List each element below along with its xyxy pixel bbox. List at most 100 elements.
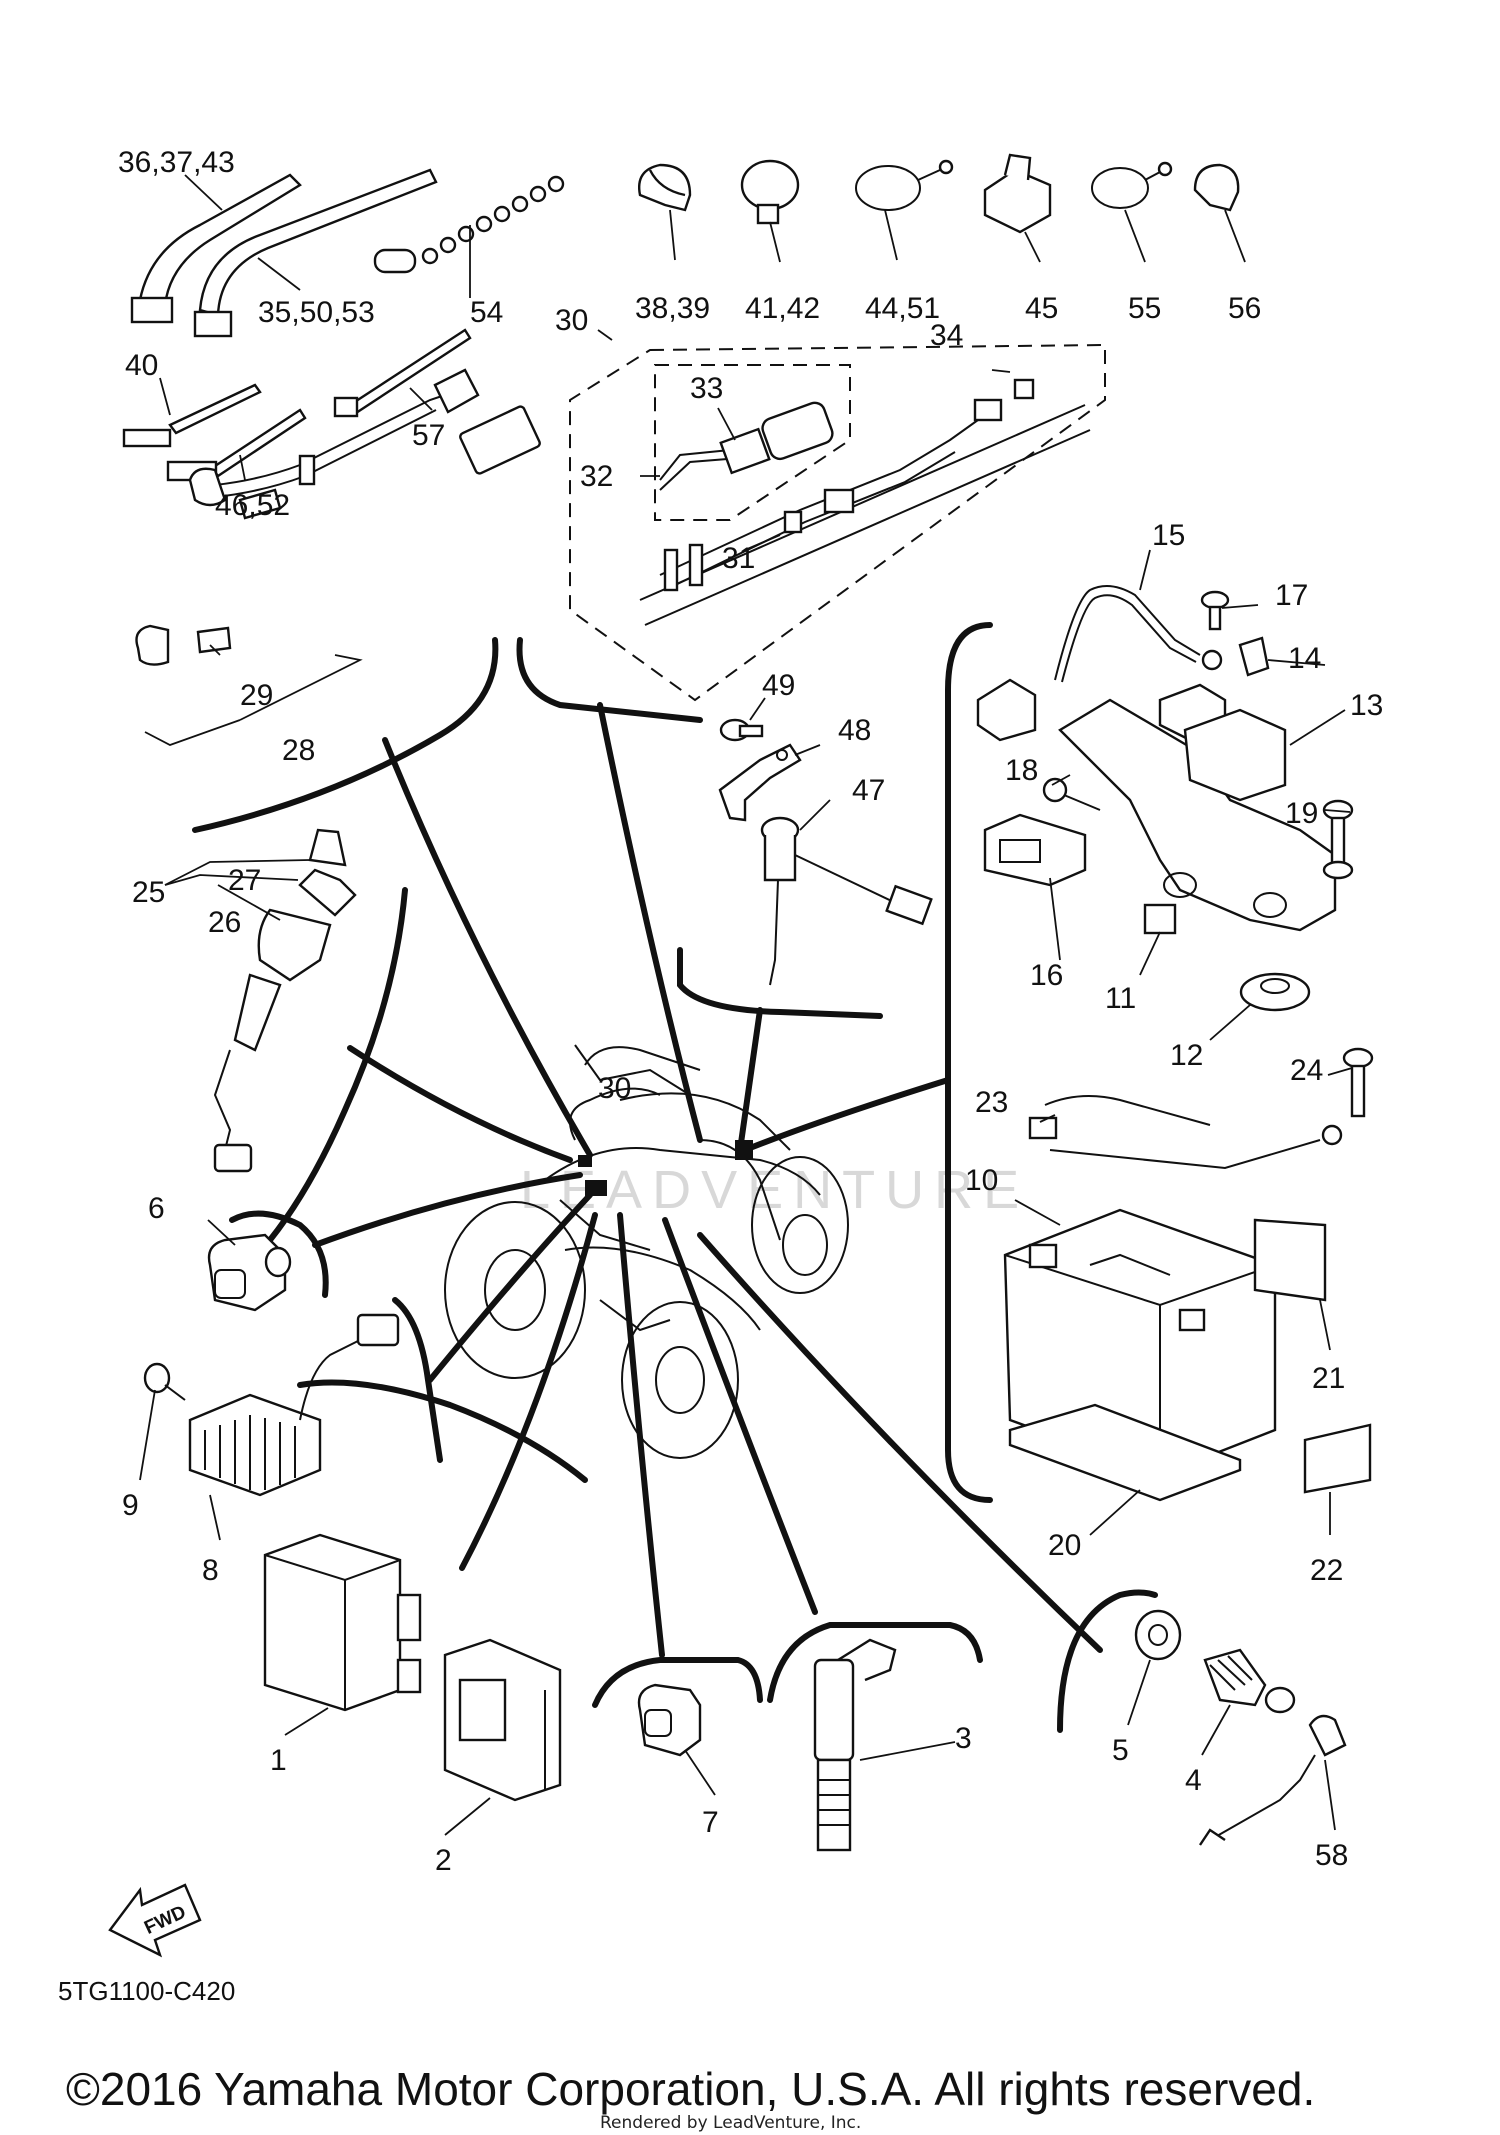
callout-label: 1 (270, 1744, 287, 1777)
part-label-21 (1253, 1218, 1327, 1302)
callout-label: 15 (1152, 519, 1185, 552)
callout-label: 38,39 (635, 292, 710, 325)
part-band-35 (193, 168, 438, 338)
part-lead-23 (1028, 1095, 1343, 1170)
callout-label: 25 (132, 876, 165, 909)
atv-illustration (444, 1044, 849, 1459)
callout-label: 30 (598, 1072, 631, 1105)
part-switch-47 (760, 816, 933, 986)
copyright-text: ©2016 Yamaha Motor Corporation, U.S.A. A… (66, 2063, 1315, 2115)
callout-label: 31 (722, 542, 755, 575)
callout-label: 12 (1170, 1039, 1203, 1072)
part-lead-15 (976, 585, 1223, 742)
callout-label: 10 (965, 1164, 998, 1197)
part-bolt-24 (1342, 1047, 1374, 1118)
part-lead-58 (1199, 1714, 1347, 1846)
callout-label: 9 (122, 1489, 139, 1522)
callout-label: 46,52 (215, 489, 290, 522)
callout-label: 18 (1005, 754, 1038, 787)
part-ignition-coil-3 (813, 1638, 897, 1852)
callout-label: 54 (470, 296, 503, 329)
callout-label: 27 (228, 864, 261, 897)
part-clamp-41 (740, 159, 800, 225)
leader-lines (139, 174, 1353, 1836)
part-stay-48 (718, 743, 802, 822)
part-cdi-2 (443, 1638, 562, 1802)
part-lead-wire-28 (135, 368, 541, 666)
part-damper-12 (1239, 972, 1311, 1012)
part-clamp-18 (1042, 777, 1101, 811)
callout-label: 16 (1030, 959, 1063, 992)
callout-label: 4 (1185, 1764, 1202, 1797)
callout-label: 23 (975, 1086, 1008, 1119)
part-sensor-6 (207, 1233, 292, 1312)
callout-label: 58 (1315, 1839, 1348, 1872)
callout-label: 57 (412, 419, 445, 452)
callout-label: 24 (1290, 1054, 1323, 1087)
part-label-22 (1303, 1423, 1372, 1494)
callout-label: 22 (1310, 1554, 1343, 1587)
callout-label: 6 (148, 1192, 165, 1225)
rendered-by-text: Rendered by LeadVenture, Inc. (600, 2113, 861, 2133)
part-connector-45 (983, 153, 1052, 234)
part-rectifier-8 (188, 1313, 400, 1497)
callout-label: 26 (208, 906, 241, 939)
callout-label: 44,51 (865, 292, 940, 325)
part-band-36 (130, 173, 302, 324)
part-washer-5 (1134, 1609, 1182, 1661)
callout-label: 13 (1350, 689, 1383, 722)
fwd-arrow-icon: FWD (108, 1883, 202, 1958)
callout-label: 21 (1312, 1362, 1345, 1395)
callout-label: 33 (690, 372, 723, 405)
part-main-switch-25 (213, 828, 357, 1173)
callout-label: 56 (1228, 292, 1261, 325)
part-tie-40 (122, 383, 262, 448)
callout-label: 5 (1112, 1734, 1129, 1767)
part-sensor-7 (637, 1683, 702, 1757)
part-relay-16 (983, 813, 1087, 887)
part-sheet-20 (1008, 1403, 1242, 1502)
callout-label: 29 (240, 679, 273, 712)
callout-label: 45 (1025, 292, 1058, 325)
callout-label: 36,37,43 (118, 146, 235, 179)
callout-label: 40 (125, 349, 158, 382)
part-screw-9 (143, 1362, 186, 1401)
callout-label: 47 (852, 774, 885, 807)
part-fuse-14 (1238, 636, 1270, 677)
part-ecu-1 (263, 1533, 422, 1712)
part-relay-13 (1158, 683, 1287, 802)
callout-label: 11 (1105, 982, 1136, 1015)
callout-label: 19 (1285, 797, 1318, 830)
part-bead-tie-54 (373, 175, 565, 274)
callout-labels: 36,37,43 35,50,53 54 38,39 41,42 44,51 4… (118, 146, 1383, 1877)
group-brackets (192, 622, 1158, 1733)
part-clamp-38 (638, 163, 692, 212)
part-bolt-19 (1322, 799, 1354, 880)
callout-label: 8 (202, 1554, 219, 1587)
part-sender-4 (1203, 1648, 1296, 1714)
callout-label: 7 (702, 1806, 719, 1839)
harness-kit-box-30 (569, 343, 1106, 702)
diagram-code: 5TG1100-C420 (58, 1976, 235, 2006)
callout-label: 3 (955, 1722, 972, 1755)
part-clip-55 (1091, 161, 1173, 209)
part-bolt-17 (1200, 590, 1230, 631)
callout-label: 55 (1128, 292, 1161, 325)
callout-label: 17 (1275, 579, 1308, 612)
part-battery-10 (1003, 1208, 1277, 1477)
callout-label: 2 (435, 1844, 452, 1877)
radiating-lines (312, 702, 1103, 1658)
callout-label: 30 (555, 304, 588, 337)
callout-label: 32 (580, 460, 613, 493)
callout-label: 34 (930, 319, 963, 352)
callout-label: 35,50,53 (258, 296, 375, 329)
callout-label: 41,42 (745, 292, 820, 325)
part-tie-57 (333, 328, 472, 418)
callout-label: 28 (282, 734, 315, 767)
callout-label: 49 (762, 669, 795, 702)
part-bolt-49 (719, 718, 764, 742)
callout-label: 20 (1048, 1529, 1081, 1562)
part-clip-44 (855, 159, 954, 211)
callout-label: 14 (1288, 642, 1321, 675)
